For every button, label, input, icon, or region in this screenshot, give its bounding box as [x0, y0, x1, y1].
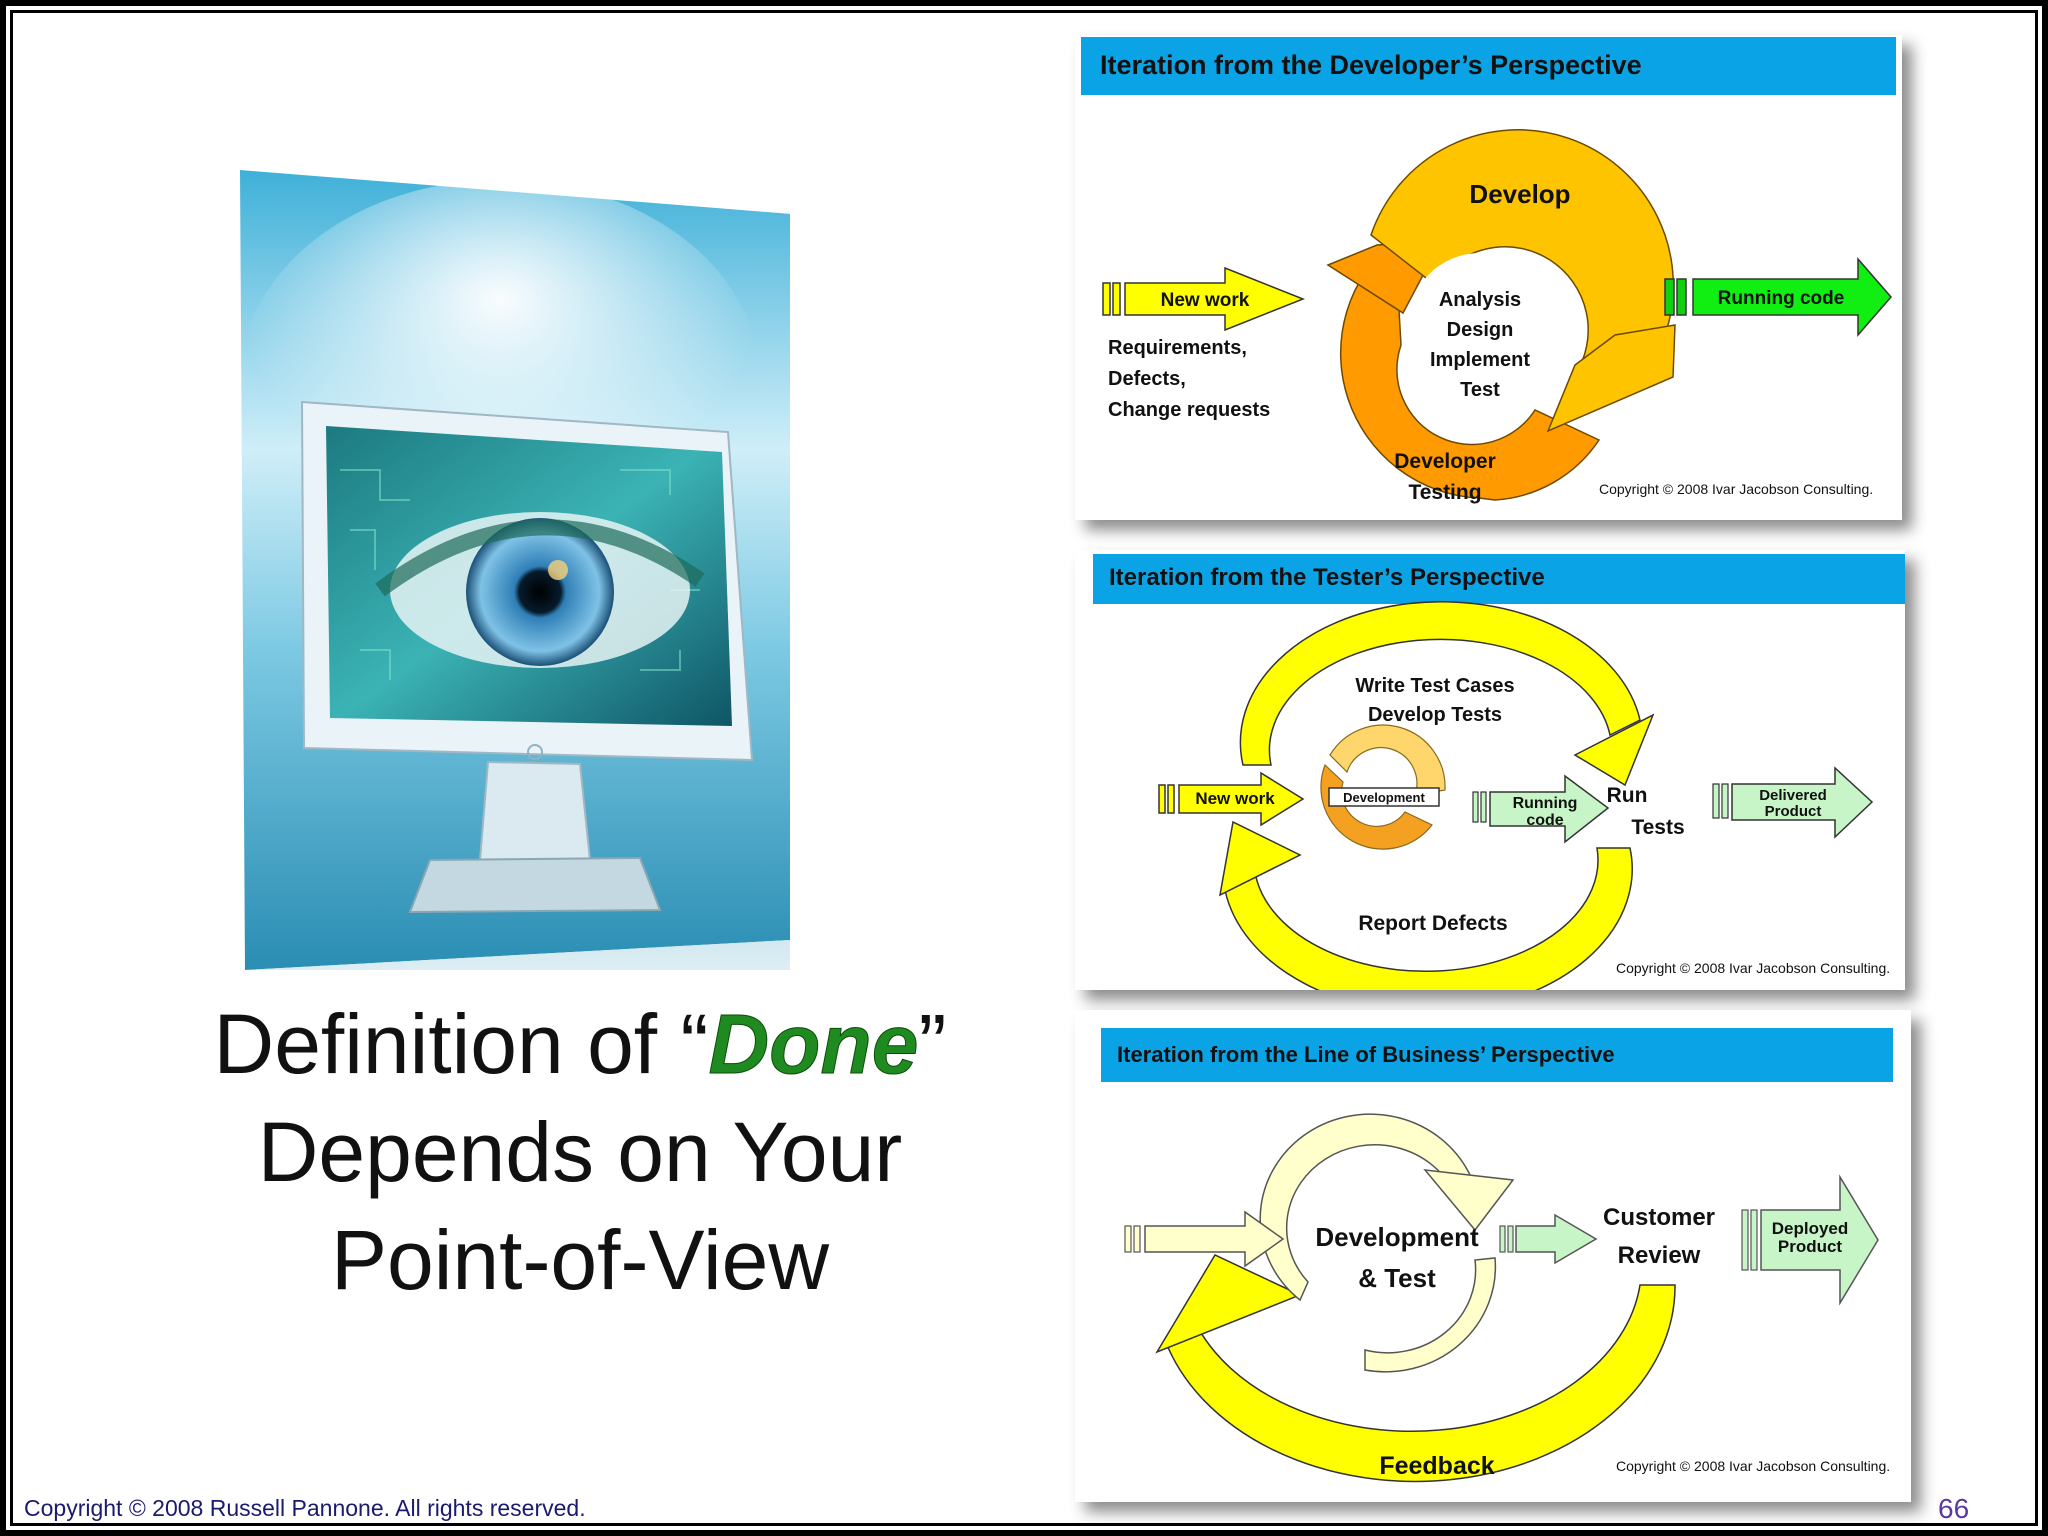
dev-testing-label: Testing	[1408, 481, 1481, 504]
dev-center-design: Design	[1447, 319, 1514, 341]
dev-input-line-2: Defects,	[1108, 368, 1186, 390]
business-development-label: Development	[1315, 1222, 1479, 1252]
tester-delivered-label: Delivered	[1759, 787, 1827, 804]
title-quote-close: ”	[918, 997, 947, 1091]
dev-center-analysis: Analysis	[1439, 289, 1521, 311]
business-and-test-label: & Test	[1358, 1263, 1436, 1293]
tester-running-label: Running	[1513, 795, 1578, 812]
tester-perspective-panel: Iteration from the Tester’s Perspective …	[1075, 550, 1905, 990]
tester-tests-label: Tests	[1631, 816, 1684, 839]
developer-perspective-panel: Iteration from the Developer’s Perspecti…	[1075, 35, 1902, 520]
title-prefix: Definition of “	[213, 997, 709, 1091]
business-review-label: Review	[1618, 1242, 1701, 1269]
title-line-2: Depends on Your	[257, 1105, 903, 1199]
dev-center-implement: Implement	[1430, 349, 1530, 371]
developer-cycle-diagram: New work Requirements, Defects, Change r…	[1102, 129, 1892, 504]
dev-developer-label: Developer	[1394, 450, 1496, 473]
tester-panel-copyright: Copyright © 2008 Ivar Jacobson Consultin…	[1616, 960, 1891, 976]
tester-new-work-label: New work	[1195, 789, 1275, 808]
dev-input-line-3: Change requests	[1108, 399, 1270, 421]
business-feedback-label: Feedback	[1379, 1452, 1494, 1480]
business-deployed-label: Deployed	[1772, 1219, 1849, 1238]
dev-new-work-label: New work	[1161, 290, 1250, 311]
title-done-emphasis: Done	[708, 997, 919, 1092]
business-customer-label: Customer	[1603, 1204, 1715, 1231]
slide-title: Definition of “Done” Depends on Your Poi…	[100, 990, 1060, 1314]
page-number: 66	[1938, 1493, 1970, 1524]
tester-report-defects: Report Defects	[1358, 912, 1507, 935]
slide-inner-border	[10, 10, 2038, 1526]
developer-panel-header: Iteration from the Developer’s Perspecti…	[1081, 37, 1896, 95]
dev-running-code-label: Running code	[1718, 288, 1845, 309]
business-cycle-diagram: Development & Test Customer Review Deplo…	[1124, 1113, 1879, 1483]
tester-development-label: Development	[1343, 790, 1425, 805]
tester-write-test-cases: Write Test Cases	[1355, 675, 1514, 697]
developer-panel-copyright: Copyright © 2008 Ivar Jacobson Consultin…	[1599, 481, 1874, 497]
tester-panel-header: Iteration from the Tester’s Perspective	[1093, 554, 1905, 604]
dev-center-test: Test	[1460, 379, 1500, 401]
tester-cycle-diagram: Write Test Cases Develop Tests New work …	[1158, 601, 1874, 990]
business-panel-header: Iteration from the Line of Business’ Per…	[1101, 1028, 1893, 1082]
tester-product-label: Product	[1765, 803, 1822, 820]
tester-develop-tests: Develop Tests	[1368, 704, 1502, 726]
tester-run-label: Run	[1607, 784, 1648, 807]
business-panel-copyright: Copyright © 2008 Ivar Jacobson Consultin…	[1616, 1458, 1891, 1474]
monitor-eye-image	[240, 170, 790, 970]
title-line-3: Point-of-View	[330, 1213, 829, 1307]
footer-copyright: Copyright © 2008 Russell Pannone. All ri…	[24, 1495, 586, 1521]
tester-code-label: code	[1526, 812, 1563, 829]
business-product-label: Product	[1778, 1237, 1843, 1256]
business-perspective-panel: Iteration from the Line of Business’ Per…	[1075, 1010, 1911, 1502]
dev-develop-label: Develop	[1469, 179, 1570, 209]
dev-input-line-1: Requirements,	[1108, 337, 1247, 359]
